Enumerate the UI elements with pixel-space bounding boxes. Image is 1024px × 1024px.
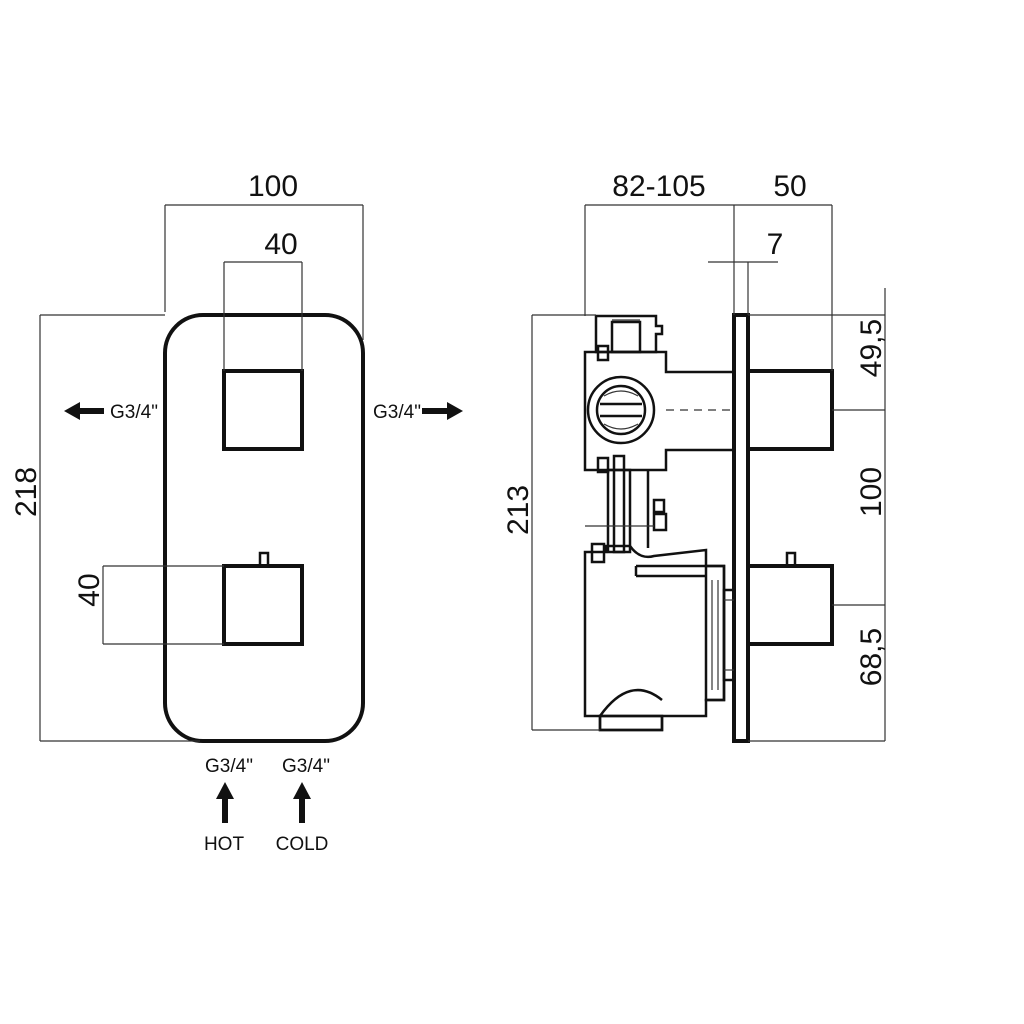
- dim-side-depth: 82-105: [612, 170, 705, 203]
- valve-body: [583, 314, 736, 732]
- dim-knob-spacing: 100: [855, 467, 888, 517]
- dim-knob-height: 40: [73, 573, 106, 606]
- outlet-left-arrow-icon: [64, 402, 104, 420]
- inlet-cold-label: COLD: [276, 834, 329, 855]
- upper-knob-side: [746, 369, 834, 451]
- dim-plate-thickness: 7: [767, 228, 784, 261]
- inlet-cold-arrow-icon: [293, 782, 311, 823]
- lower-knob-side-indicator: [785, 551, 797, 568]
- upper-knob: [222, 369, 304, 451]
- cover-plate: [163, 313, 365, 743]
- outlet-right-arrow-icon: [422, 402, 463, 420]
- lower-knob: [222, 564, 304, 646]
- inlet-hot-arrow-icon: [216, 782, 234, 823]
- dim-front-width: 100: [248, 170, 298, 203]
- dim-top-offset: 49,5: [855, 319, 888, 377]
- dim-side-projection: 50: [773, 170, 806, 203]
- outlet-right-label: G3/4": [373, 402, 421, 423]
- mounting-plate: [732, 313, 750, 743]
- side-view: 82-105 50 7 213 49,5 100 68,5: [502, 170, 888, 743]
- dim-side-height: 213: [502, 485, 535, 535]
- inlet-hot-size: G3/4": [205, 756, 253, 777]
- dim-front-height: 218: [10, 467, 43, 517]
- front-view: 100 40 218 40 G3/4" G3/4" G3/4": [10, 170, 463, 855]
- lower-knob-indicator: [258, 551, 270, 568]
- inlet-hot-label: HOT: [204, 834, 245, 855]
- outlet-left-label: G3/4": [110, 402, 158, 423]
- dim-knob-width: 40: [264, 228, 297, 261]
- dim-bottom-offset: 68,5: [855, 628, 888, 686]
- inlet-cold-size: G3/4": [282, 756, 330, 777]
- lower-knob-side: [746, 564, 834, 646]
